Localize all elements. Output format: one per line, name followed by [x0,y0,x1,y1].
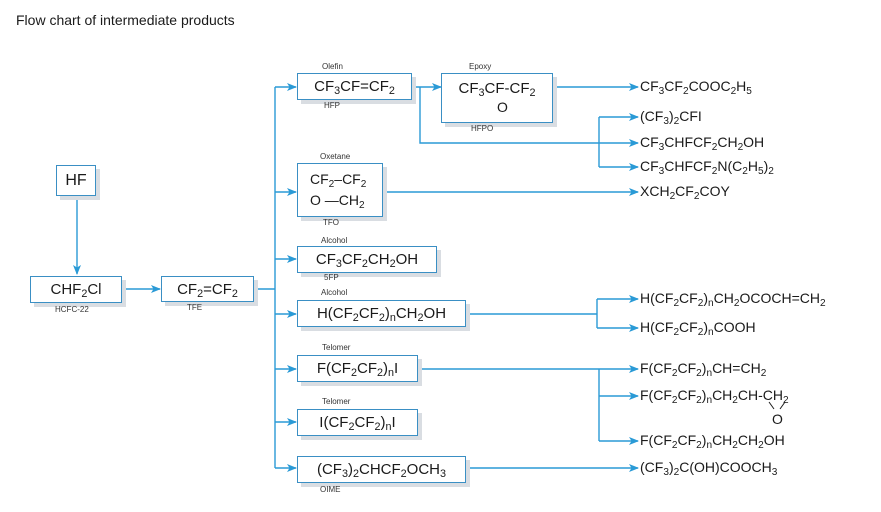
node-tfo-row1: CF2–CF2 [310,171,367,191]
node-telomer1-category: Telomer [322,343,351,352]
product-6: H(CF2CF2)nCH2OCOCH=CH2 [640,290,826,310]
line-hfp-to-bracket [419,87,599,144]
node-tfe-formula: CF2=CF2 [177,280,238,300]
node-hfp[interactable]: CF3CF=CF2 [297,73,412,100]
node-telomer2[interactable]: I(CF2CF2)nI [297,409,418,436]
node-oime[interactable]: (CF3)2CHCF2OCH3 [297,456,466,483]
node-hfpo-category: Epoxy [469,62,492,71]
node-hfpo-label: HFPO [471,124,494,133]
node-oime-formula: (CF3)2CHCF2OCH3 [316,461,447,481]
node-tfo-label: TFO [323,218,339,227]
node-hfp-category: Olefin [322,62,343,71]
node-tfo-category: Oxetane [320,152,351,161]
node-telomer1[interactable]: F(CF2CF2)nI [297,355,418,382]
p9-ring-bond-right [779,401,786,410]
node-hfp-label: HFP [324,101,340,110]
chart-title: Flow chart of intermediate products [16,12,235,28]
node-oime-label: OIME [320,485,341,494]
node-hcf2alc-category: Alcohol [321,288,348,297]
product-8: F(CF2CF2)nCH=CH2 [640,360,767,380]
product-3: CF3CHFCF2CH2OH [640,134,765,154]
product-9-ring-oxygen: O [772,411,783,427]
node-hfp-formula: CF3CF=CF2 [314,78,395,98]
node-tfe-label: TFE [187,303,203,312]
product-1: CF3CF2COOC2H5 [640,78,752,98]
node-telomer1-formula: F(CF2CF2)nI [316,360,399,380]
node-5fp-formula: CF3CF2CH2OH [315,251,419,271]
product-7: H(CF2CF2)nCOOH [640,319,756,339]
p9-ring-bond-left [768,401,775,410]
node-hcfc22[interactable]: CHF2Cl [30,276,122,303]
product-11: (CF3)2C(OH)COOCH3 [640,459,778,479]
node-hf[interactable]: HF [56,165,96,196]
node-hfpo[interactable]: CF3CF-CF2 [441,73,553,123]
node-telomer2-category: Telomer [322,397,351,406]
product-2: (CF3)2CFI [640,108,702,128]
node-hcf2alc-formula: H(CF2CF2)nCH2OH [316,305,447,325]
node-hcfc22-label: HCFC-22 [55,305,89,314]
node-hf-formula: HF [65,171,87,189]
node-5fp-label: 5FP [324,273,339,282]
node-hcf2alc[interactable]: H(CF2CF2)nCH2OH [297,300,466,327]
node-hfpo-ring-oxygen: O [497,99,508,115]
node-tfe[interactable]: CF2=CF2 [161,276,254,302]
node-5fp-category: Alcohol [321,236,348,245]
node-telomer2-formula: I(CF2CF2)nI [319,414,396,434]
product-5: XCH2CF2COY [640,183,730,203]
product-4: CF3CHFCF2N(C2H5)2 [640,158,774,178]
node-tfo[interactable]: CF2–CF2 O —CH2 [297,163,383,217]
node-hcfc22-formula: CHF2Cl [50,281,102,301]
node-tfo-row2: O —CH2 [310,192,365,212]
product-9: F(CF2CF2)nCH2CH-CH2 [640,387,789,407]
node-5fp[interactable]: CF3CF2CH2OH [297,246,437,273]
product-10: F(CF2CF2)nCH2CH2OH [640,432,785,452]
node-hfpo-formula: CF3CF-CF2 [458,80,536,100]
